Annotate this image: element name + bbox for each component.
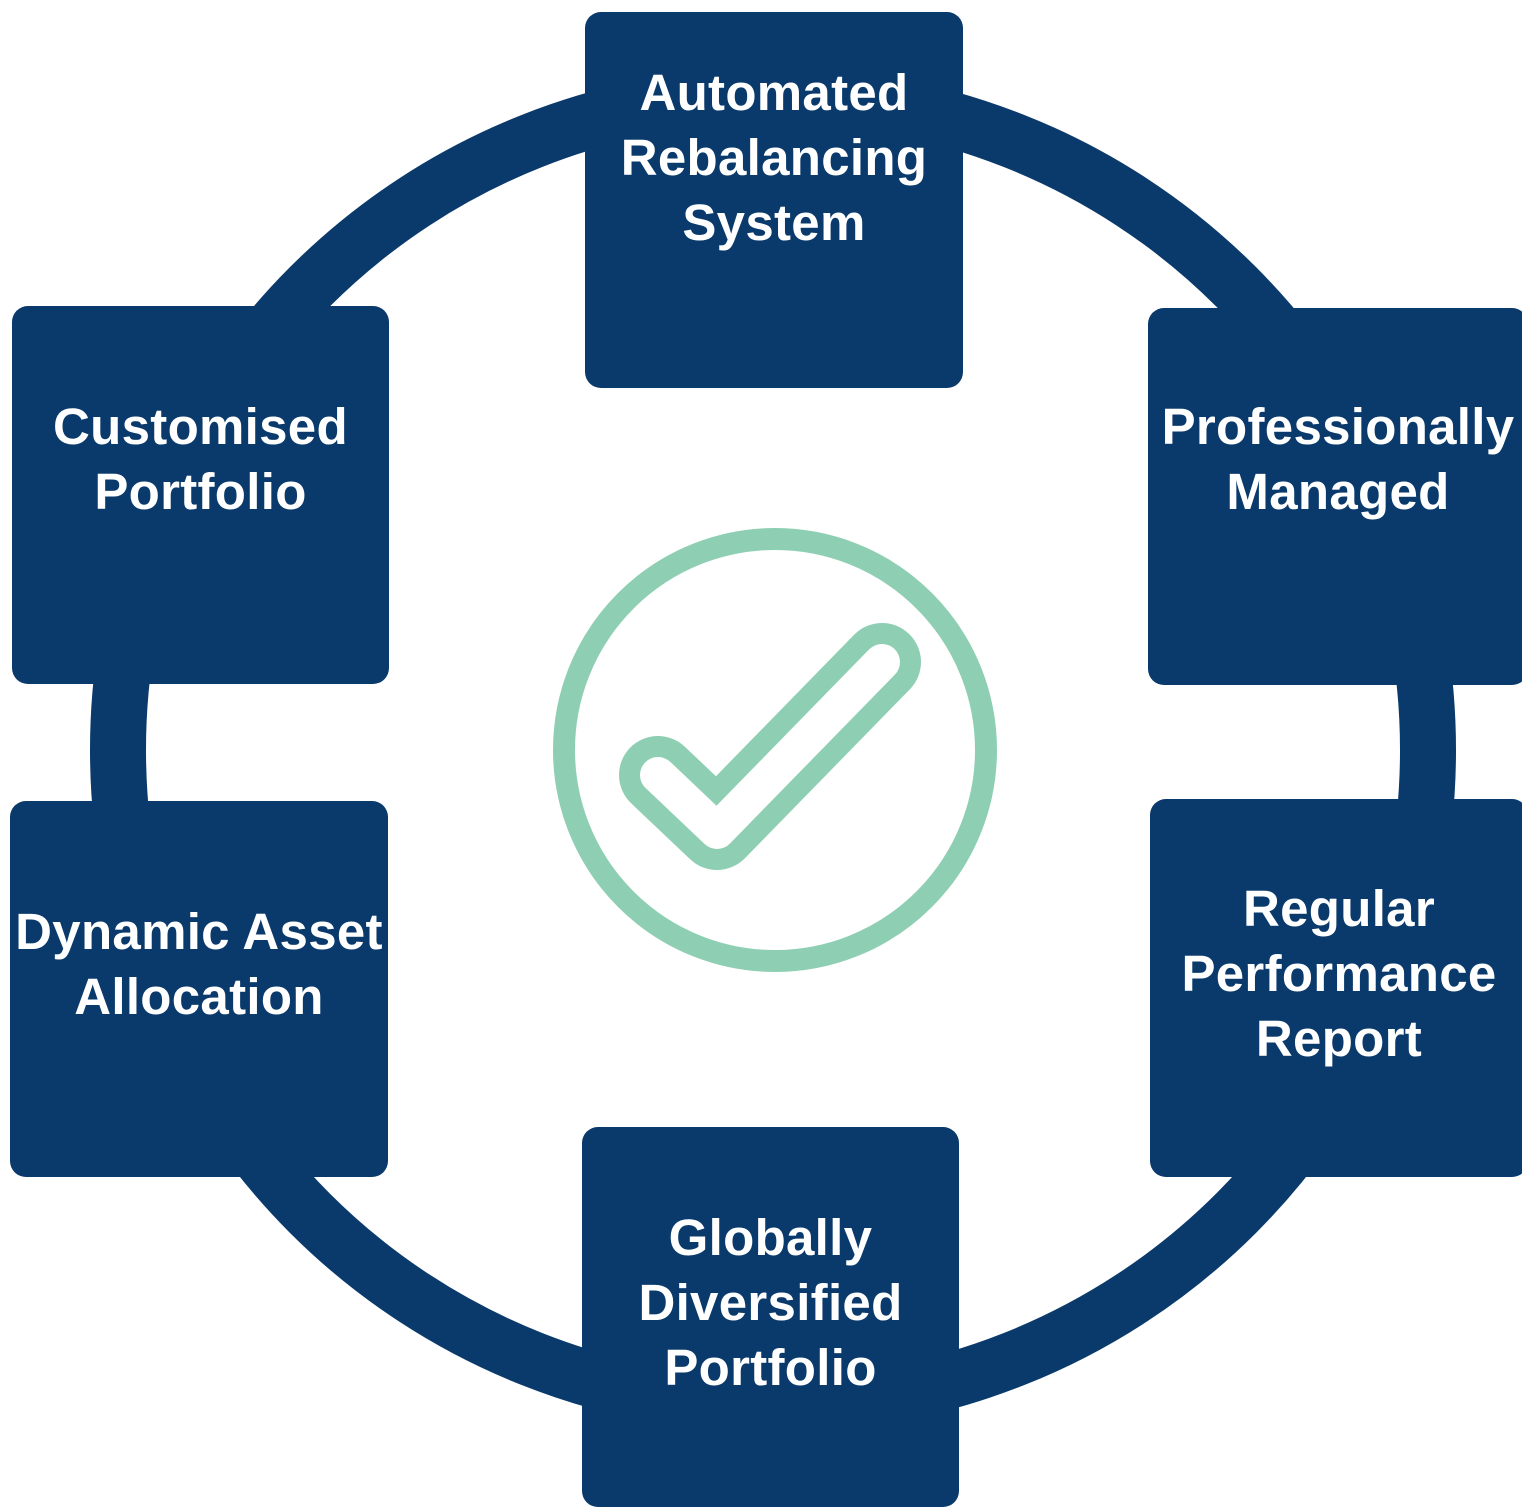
feature-box-customised-portfolio: Customised Portfolio bbox=[12, 306, 389, 684]
feature-label-professionally-managed: Professionally Managed bbox=[1161, 397, 1515, 520]
feature-box-automated-rebalancing: Automated Rebalancing System bbox=[585, 12, 963, 388]
feature-label-automated-rebalancing: Automated Rebalancing System bbox=[620, 64, 928, 251]
feature-label-regular-performance-report: Regular Performance Report bbox=[1181, 880, 1497, 1067]
feature-box-dynamic-asset-allocation: Dynamic Asset Allocation bbox=[10, 801, 388, 1177]
feature-label-customised-portfolio: Customised Portfolio bbox=[53, 398, 348, 520]
feature-label-dynamic-asset-allocation: Dynamic Asset Allocation bbox=[15, 903, 383, 1025]
feature-box-regular-performance-report: Regular Performance Report bbox=[1150, 799, 1522, 1177]
feature-box-professionally-managed: Professionally Managed bbox=[1148, 308, 1522, 685]
circle-check-icon bbox=[553, 528, 997, 972]
feature-label-globally-diversified-portfolio: Globally Diversified Portfolio bbox=[638, 1208, 903, 1396]
feature-box-globally-diversified-portfolio: Globally Diversified Portfolio bbox=[582, 1127, 959, 1507]
